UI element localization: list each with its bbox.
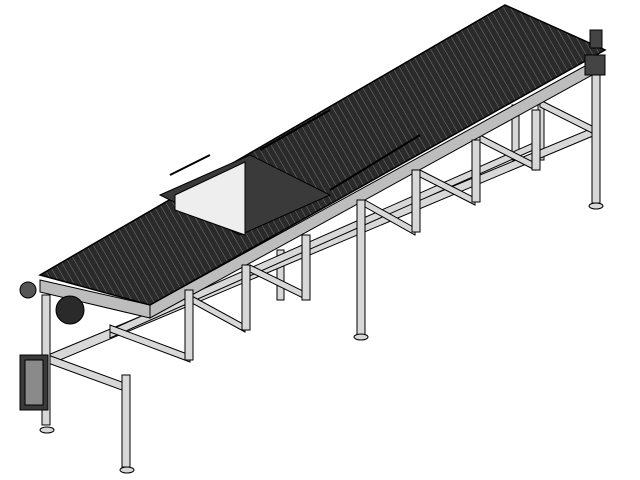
end-fittings — [584, 29, 606, 76]
drive-motor — [19, 281, 85, 411]
frame-posts — [184, 109, 541, 361]
conveyor-belt — [38, 4, 607, 306]
guide-rails — [169, 109, 421, 191]
